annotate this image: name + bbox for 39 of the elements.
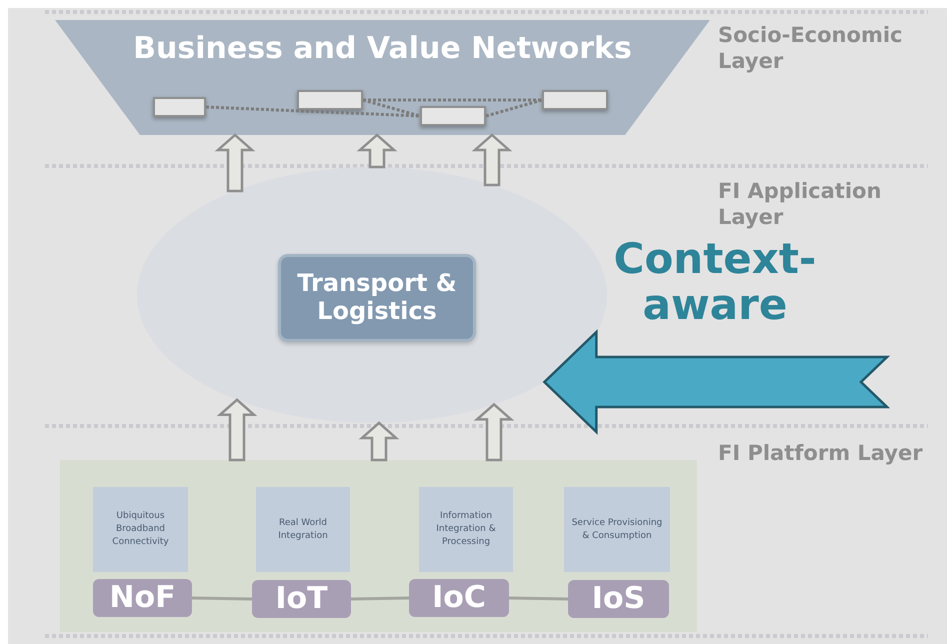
node-title: Transport & Logistics xyxy=(296,270,458,326)
acronym-label: IoT xyxy=(275,582,328,616)
small-box xyxy=(153,97,206,117)
layer-label: FI Application Layer xyxy=(718,178,882,230)
dotted-line xyxy=(362,98,420,118)
edge-label: Context-aware xyxy=(612,236,818,328)
connector-line xyxy=(508,596,568,600)
enabler-label: Information Integration & Processing xyxy=(435,510,497,549)
network-box xyxy=(568,580,669,618)
platform-panel xyxy=(60,460,697,632)
dotted-line xyxy=(486,98,542,118)
acronym-label: IoS xyxy=(592,582,646,616)
enabler-label: Service Provisioning & Consumption xyxy=(570,516,664,542)
trapezoid-band xyxy=(55,20,710,135)
hollow-arrow xyxy=(358,421,400,462)
hollow-arrow xyxy=(214,133,256,192)
ribbon-arrow xyxy=(542,329,890,435)
small-box xyxy=(297,90,363,110)
network-box xyxy=(409,579,509,617)
node-title: Business and Value Networks xyxy=(133,32,632,66)
hollow-arrow xyxy=(356,133,398,168)
hollow-arrow xyxy=(474,402,514,462)
acronym-label: NoF xyxy=(109,580,176,616)
connector-line xyxy=(350,596,410,600)
enabler-label: Ubiquitous Broadband Connectivity xyxy=(111,510,170,549)
small-box xyxy=(542,90,608,110)
layer-label: Socio-Economic Layer xyxy=(718,22,904,74)
acronym-label: IoC xyxy=(432,580,486,616)
hollow-arrow xyxy=(216,398,258,462)
layer-label: FI Platform Layer xyxy=(718,440,924,466)
dotted-line xyxy=(206,106,420,118)
hollow-arrow xyxy=(472,133,512,186)
enabler-label: Real World Integration xyxy=(277,516,329,542)
network-box xyxy=(93,579,192,617)
small-box xyxy=(420,106,486,126)
network-box xyxy=(252,580,351,618)
dotted-line xyxy=(363,98,542,102)
domain-box xyxy=(278,254,476,342)
connector-line xyxy=(192,596,252,600)
